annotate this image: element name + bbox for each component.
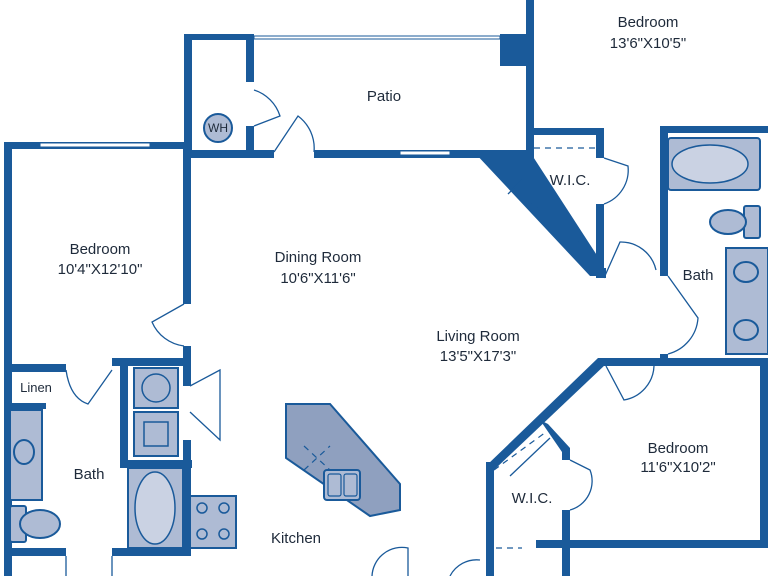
bedroom-top-right-size: 13'6"X10'5": [610, 35, 686, 52]
sink-icon: [725, 247, 768, 355]
linen-name: Linen: [20, 380, 52, 395]
bath-left-name: Bath: [74, 466, 105, 483]
dining-room-name: Dining Room: [275, 249, 362, 266]
bedroom-top-right-name: Bedroom: [618, 14, 679, 31]
closet-rods: [493, 147, 596, 549]
washer-icon: [133, 367, 179, 409]
water-heater-label: WH: [208, 121, 228, 135]
dining-room-size: 10'6"X11'6": [280, 270, 355, 287]
fixtures: WH: [9, 113, 768, 549]
bedroom-bottom-right-name: Bedroom: [648, 440, 709, 457]
bedroom-left-name: Bedroom: [70, 241, 131, 258]
bathtub-icon: [127, 467, 184, 549]
walls: [4, 0, 768, 576]
wic-lower-name: W.I.C.: [512, 490, 553, 507]
door-swings: [65, 89, 699, 576]
sink-icon: [9, 409, 43, 501]
dryer-icon: [133, 411, 179, 457]
stove-icon: [189, 495, 237, 549]
windows: [39, 35, 501, 156]
kitchen-name: Kitchen: [271, 530, 321, 547]
bathtub-icon: [667, 137, 761, 191]
kitchen-sink-icon: [285, 403, 401, 518]
patio-name: Patio: [367, 88, 401, 105]
bedroom-bottom-right-size: 11'6"X10'2": [640, 459, 715, 476]
toilet-icon: [709, 205, 761, 239]
living-room-name: Living Room: [436, 328, 519, 345]
water-heater-icon: WH: [203, 113, 233, 143]
bath-right-name: Bath: [683, 267, 714, 284]
toilet-icon: [9, 505, 61, 543]
wic-upper-name: W.I.C.: [550, 172, 591, 189]
room-labels: Bedroom 13'6"X10'5" Patio Bedroom 10'4"X…: [20, 14, 716, 547]
living-room-size: 13'5"X17'3": [440, 348, 516, 365]
bedroom-left-size: 10'4"X12'10": [58, 261, 143, 278]
